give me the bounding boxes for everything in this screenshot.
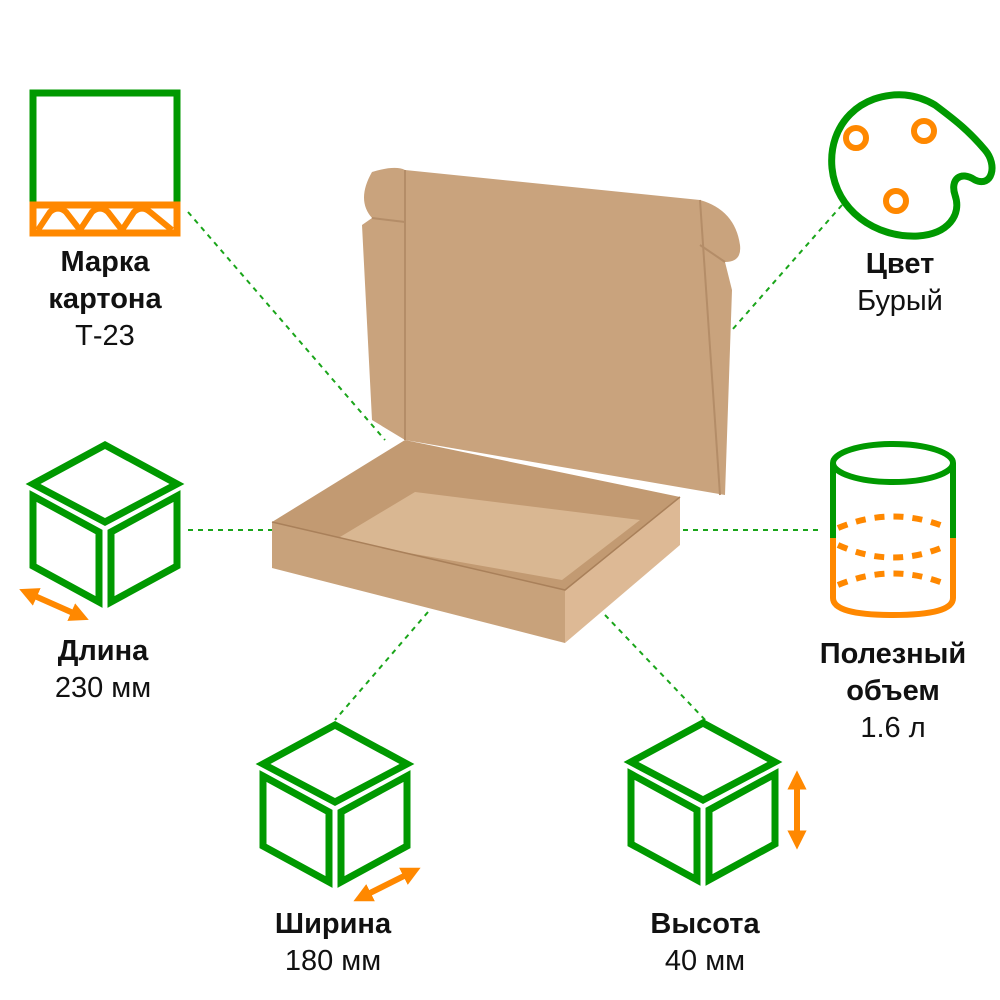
connector-color [731,204,843,331]
volume-cylinder-icon [830,441,956,619]
palette-icon [828,91,996,240]
spec-value: 1.6 л [860,712,926,744]
spec-title: объем [846,675,940,707]
spec-title: Ширина [274,908,392,940]
spec-title: Марка [60,246,150,278]
spec-title: Высота [650,908,760,940]
box-illustration [271,167,741,643]
spec-width: Ширина 180 мм [203,906,463,980]
connector-height [604,614,711,726]
cardboard-grade-icon [29,89,181,237]
spec-title: Полезный [819,638,967,670]
spec-value: Бурый [857,285,943,317]
spec-volume: Полезный объем 1.6 л [763,636,1000,747]
spec-value: Т-23 [75,320,135,352]
length-arrow-icon [19,588,89,621]
connector-grade [187,211,386,441]
spec-value: 180 мм [284,945,382,977]
connector-lines [187,204,843,726]
spec-title: Цвет [865,248,935,280]
spec-length: Длина 230 мм [0,633,233,707]
spec-color: Цвет Бурый [770,246,1000,320]
spec-title: картона [48,283,162,315]
spec-value: 230 мм [54,672,152,704]
width-arrow-icon [353,867,421,902]
connector-width [334,611,429,721]
spec-title: Длина [57,635,149,667]
height-cube-icon [631,723,775,880]
spec-cardboard-grade: Марка картона Т-23 [0,244,235,355]
spec-height: Высота 40 мм [575,906,835,980]
spec-value: 40 мм [664,945,746,977]
width-cube-icon [263,725,407,882]
length-cube-icon [33,445,177,602]
